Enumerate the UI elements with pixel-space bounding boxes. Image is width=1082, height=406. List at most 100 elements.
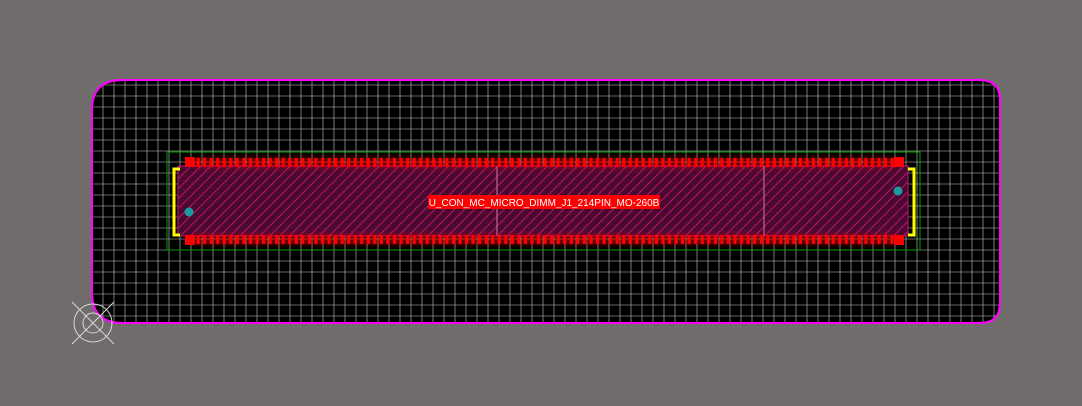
pad[interactable]: [517, 158, 521, 167]
pad[interactable]: [857, 235, 861, 244]
pad[interactable]: [307, 235, 311, 244]
pad[interactable]: [608, 235, 613, 244]
pad[interactable]: [870, 158, 875, 167]
pad[interactable]: [635, 158, 639, 167]
pad[interactable]: [307, 158, 311, 167]
pad[interactable]: [360, 235, 364, 244]
pad[interactable]: [222, 158, 226, 167]
pad[interactable]: [733, 235, 737, 244]
pad[interactable]: [464, 158, 469, 167]
pad[interactable]: [301, 235, 305, 244]
pad[interactable]: [451, 235, 456, 244]
pad[interactable]: [890, 235, 894, 244]
pad[interactable]: [379, 158, 384, 167]
pad[interactable]: [209, 235, 213, 244]
pad[interactable]: [327, 158, 331, 167]
pad[interactable]: [399, 235, 403, 244]
pad[interactable]: [320, 158, 325, 167]
pad[interactable]: [680, 158, 685, 167]
pad[interactable]: [890, 158, 894, 167]
pad[interactable]: [877, 158, 881, 167]
fiducial-left[interactable]: [184, 207, 194, 217]
pad[interactable]: [294, 158, 298, 167]
pad[interactable]: [563, 235, 567, 244]
pad[interactable]: [451, 158, 456, 167]
pad[interactable]: [713, 158, 717, 167]
pad[interactable]: [864, 235, 868, 244]
pad[interactable]: [726, 235, 731, 244]
pad[interactable]: [242, 158, 246, 167]
pad[interactable]: [595, 235, 600, 244]
pad[interactable]: [870, 235, 875, 244]
pad[interactable]: [792, 235, 796, 244]
pad[interactable]: [379, 235, 384, 244]
pad[interactable]: [654, 158, 658, 167]
pad[interactable]: [805, 158, 809, 167]
pad[interactable]: [438, 235, 442, 244]
pad[interactable]: [864, 158, 868, 167]
pad[interactable]: [615, 235, 619, 244]
pad[interactable]: [648, 235, 652, 244]
pad[interactable]: [825, 235, 829, 244]
pad[interactable]: [497, 158, 501, 167]
pad[interactable]: [569, 235, 573, 244]
pad[interactable]: [366, 235, 370, 244]
pad[interactable]: [432, 235, 436, 244]
pad[interactable]: [301, 158, 305, 167]
pad[interactable]: [229, 235, 233, 244]
pad[interactable]: [261, 235, 266, 244]
component-designator[interactable]: U_CON_MC_MICRO_DIMM_J1_214PIN_MO-260B: [429, 198, 660, 209]
pad[interactable]: [805, 235, 809, 244]
pad[interactable]: [622, 235, 626, 244]
pad[interactable]: [602, 158, 606, 167]
pad[interactable]: [255, 158, 259, 167]
pad[interactable]: [504, 235, 508, 244]
pad[interactable]: [831, 158, 835, 167]
pad[interactable]: [635, 235, 639, 244]
pad[interactable]: [261, 158, 266, 167]
pad[interactable]: [707, 235, 711, 244]
pad[interactable]: [648, 158, 652, 167]
pad[interactable]: [700, 158, 704, 167]
pad[interactable]: [811, 235, 816, 244]
pad[interactable]: [458, 158, 462, 167]
pad[interactable]: [694, 158, 698, 167]
pad[interactable]: [491, 158, 495, 167]
pad[interactable]: [883, 235, 888, 244]
pad[interactable]: [353, 235, 357, 244]
pad[interactable]: [844, 235, 848, 244]
pad[interactable]: [484, 158, 488, 167]
fiducial-right[interactable]: [893, 186, 903, 196]
pad[interactable]: [530, 235, 534, 244]
pad[interactable]: [720, 235, 724, 244]
pad[interactable]: [694, 235, 698, 244]
pad[interactable]: [759, 158, 763, 167]
pad[interactable]: [595, 158, 600, 167]
pad[interactable]: [478, 158, 482, 167]
pad[interactable]: [438, 158, 442, 167]
pad-row-bottom[interactable]: [196, 235, 894, 244]
pad[interactable]: [700, 235, 704, 244]
pad[interactable]: [733, 158, 737, 167]
pad[interactable]: [661, 158, 665, 167]
pad[interactable]: [831, 235, 835, 244]
pad[interactable]: [877, 235, 881, 244]
pad[interactable]: [222, 235, 226, 244]
pad[interactable]: [628, 158, 632, 167]
pad[interactable]: [458, 235, 462, 244]
pad[interactable]: [203, 235, 207, 244]
pad[interactable]: [779, 235, 783, 244]
pad[interactable]: [347, 158, 351, 167]
pad[interactable]: [275, 158, 279, 167]
pad[interactable]: [556, 158, 560, 167]
pad[interactable]: [785, 235, 789, 244]
pad[interactable]: [281, 235, 285, 244]
pad[interactable]: [373, 158, 377, 167]
pad[interactable]: [641, 235, 645, 244]
pad[interactable]: [582, 235, 586, 244]
pad[interactable]: [838, 158, 842, 167]
pad[interactable]: [268, 235, 272, 244]
pad[interactable]: [510, 235, 514, 244]
pad[interactable]: [582, 158, 586, 167]
pad[interactable]: [589, 235, 593, 244]
